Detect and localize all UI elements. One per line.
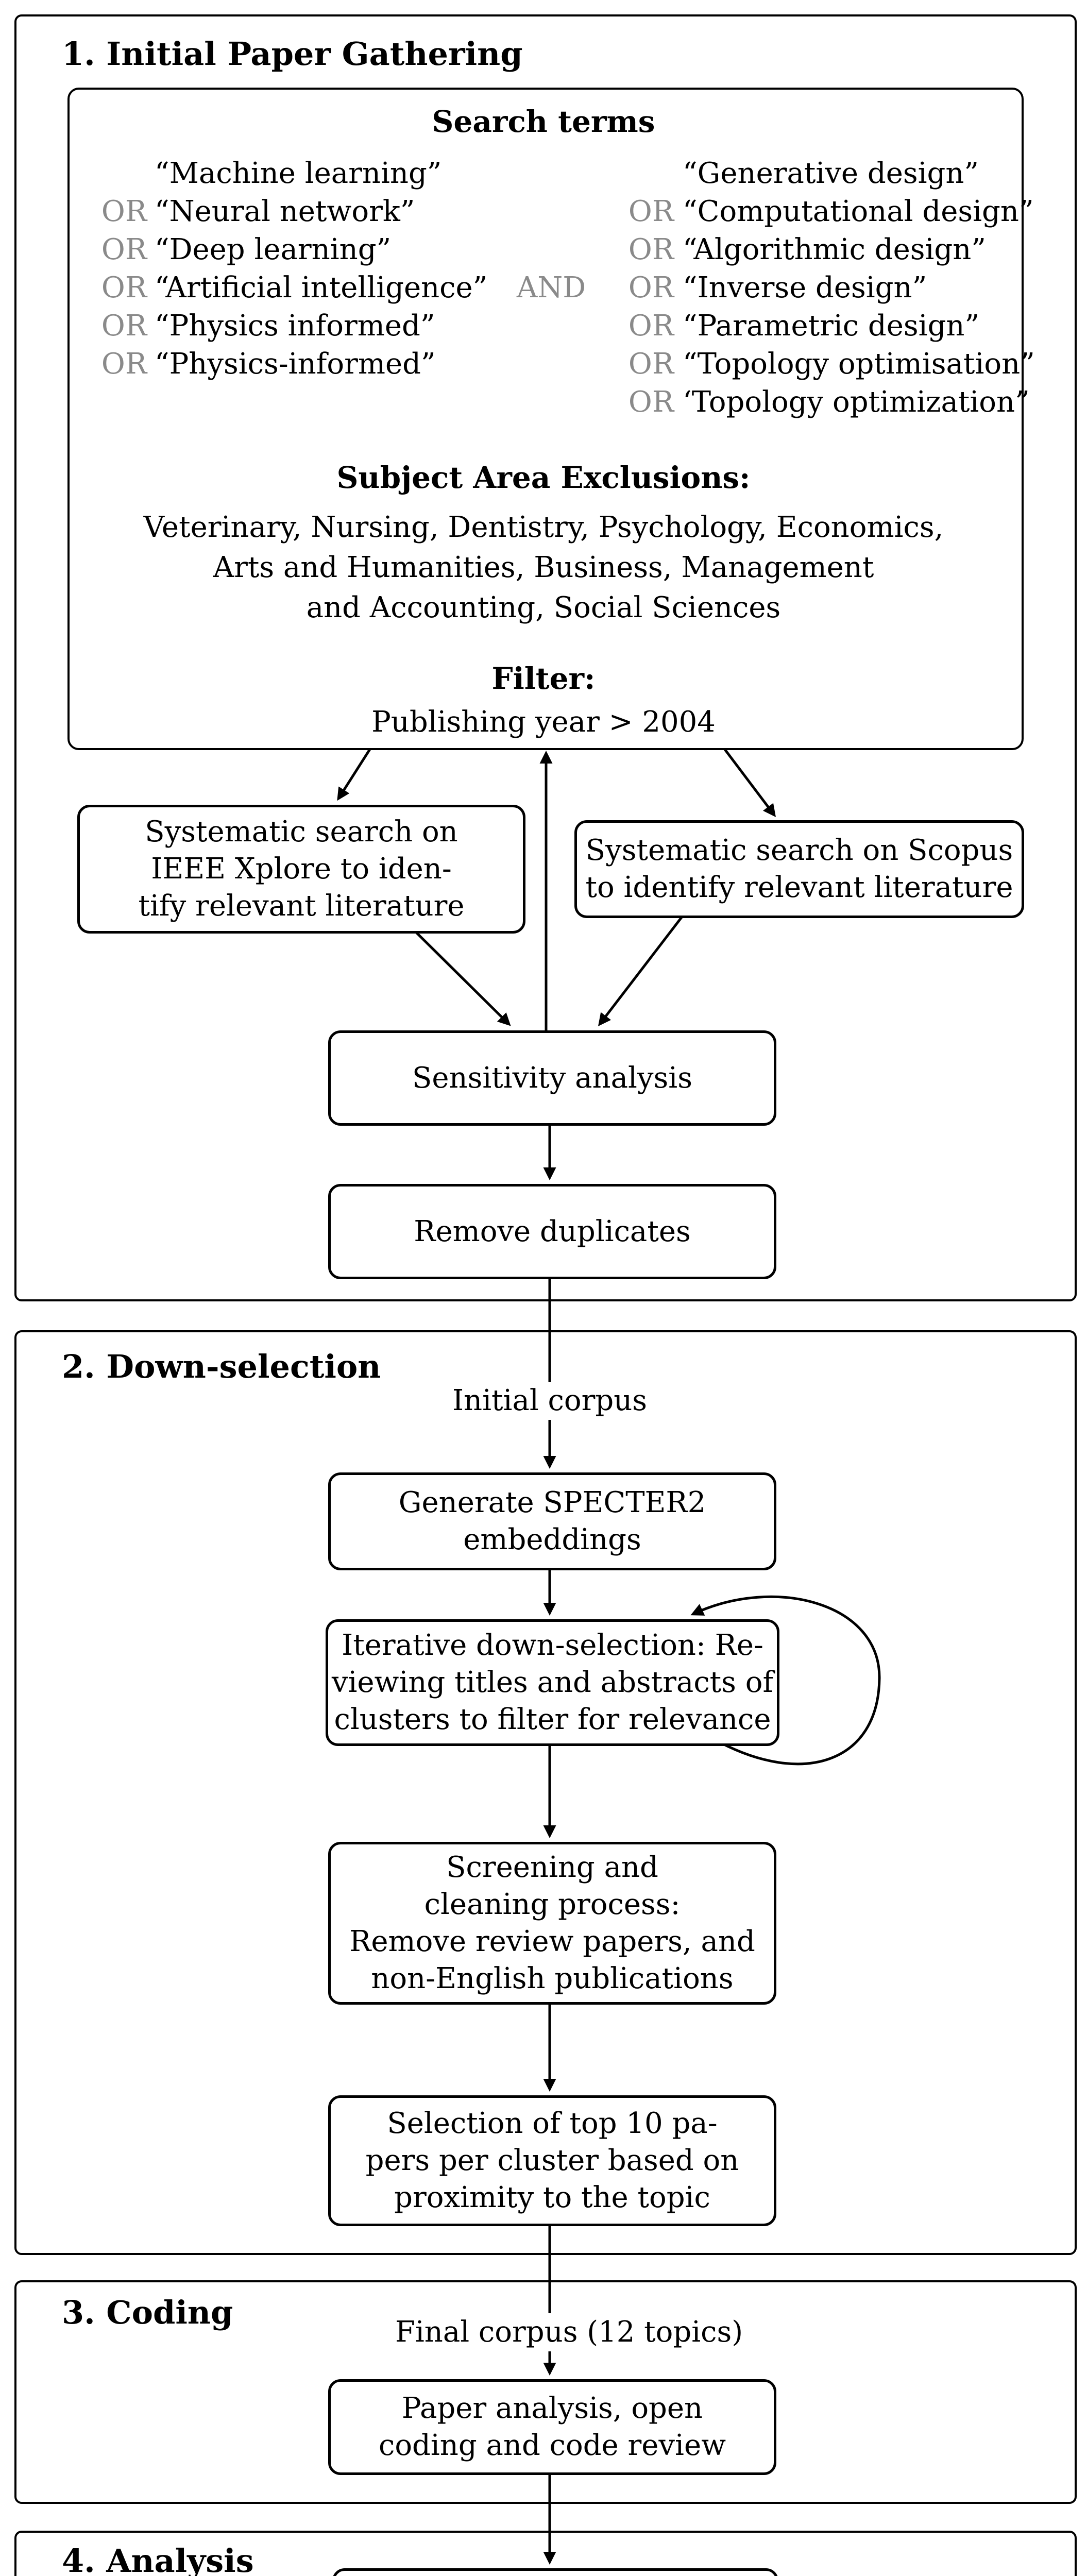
label-initial-corpus: Initial corpus	[395, 1382, 704, 1420]
or-operator: OR	[101, 271, 147, 304]
section-3-coding	[14, 2280, 1077, 2504]
search-term: “Artificial intelligence”	[155, 271, 488, 304]
node-ieee-search: Systematic search on IEEE Xplore to iden…	[77, 805, 525, 934]
exclusions-header: Subject Area Exclusions:	[336, 460, 751, 495]
node-top10-selection: Selection of top 10 pa- pers per cluster…	[328, 2095, 776, 2226]
or-operator: OR	[628, 195, 674, 228]
node-remove-duplicates: Remove duplicates	[328, 1184, 776, 1279]
arrow-scopus-to-sensitivity	[598, 913, 685, 1026]
search-term: “Topology optimisation”	[683, 347, 1035, 381]
filter-header: Filter:	[491, 661, 596, 696]
search-term: “Deep learning”	[155, 233, 392, 266]
search-term: “Computational design”	[683, 195, 1034, 228]
search-terms-box	[67, 88, 1024, 750]
or-operator: OR	[101, 195, 147, 228]
section-2-down-selection	[14, 1330, 1077, 2255]
search-term: “Algorithmic design”	[683, 233, 986, 266]
node-screening-cleaning: Screening and cleaning process: Remove r…	[328, 1842, 776, 2005]
node-data-extraction-synthesis: Data extraction and synthesis for key fi…	[332, 2568, 778, 2576]
section-2-title: 2. Down-selection	[62, 1348, 381, 1385]
and-operator: AND	[516, 271, 586, 304]
arrow-ieee-to-sensitivity	[412, 928, 511, 1026]
or-operator: OR	[101, 347, 147, 381]
or-operator: OR	[628, 271, 674, 304]
node-iterative-down-selection: Iterative down-selection: Re- viewing ti…	[326, 1619, 779, 1746]
search-term: “Inverse design”	[683, 271, 927, 304]
filter-line: Publishing year > 2004	[371, 705, 716, 739]
exclusions-line: Veterinary, Nursing, Dentistry, Psycholo…	[143, 511, 944, 544]
or-operator: OR	[628, 347, 674, 381]
section-1-initial-paper-gathering	[14, 14, 1077, 1301]
search-term: “Generative design”	[683, 157, 979, 190]
search-term: “Machine learning”	[155, 157, 442, 190]
search-terms-header: Search terms	[432, 104, 655, 139]
label-final-corpus: Final corpus (12 topics)	[395, 2313, 743, 2351]
search-term: “Physics-informed”	[155, 347, 436, 381]
section-4-analysis	[14, 2531, 1077, 2576]
exclusions-line: Arts and Humanities, Business, Managemen…	[213, 551, 874, 584]
or-operator: OR	[628, 309, 674, 343]
node-generate-specter2-embeddings: Generate SPECTER2 embeddings	[328, 1472, 776, 1570]
arrow-search-to-ieee	[337, 745, 373, 801]
node-scopus-search: Systematic search on Scopus to identify …	[574, 820, 1024, 918]
search-term: “Parametric design”	[683, 309, 980, 343]
node-sensitivity-analysis: Sensitivity analysis	[328, 1030, 776, 1126]
node-paper-analysis-coding: Paper analysis, open coding and code rev…	[328, 2379, 776, 2475]
search-term: “Physics informed”	[155, 309, 435, 343]
arrow-iterative-self-loop	[690, 1595, 881, 1766]
section-4-title: 4. Analysis	[62, 2542, 254, 2576]
or-operator: OR	[628, 233, 674, 266]
or-operator: OR	[101, 233, 147, 266]
exclusions-line: and Accounting, Social Sciences	[306, 591, 781, 624]
or-operator: OR	[101, 309, 147, 343]
section-1-title: 1. Initial Paper Gathering	[62, 35, 523, 73]
or-operator: OR	[628, 385, 674, 419]
arrow-search-to-scopus	[721, 745, 776, 817]
search-term: ‘Topology optimization”	[683, 385, 1030, 419]
section-3-title: 3. Coding	[62, 2294, 233, 2331]
search-term: “Neural network”	[155, 195, 415, 228]
